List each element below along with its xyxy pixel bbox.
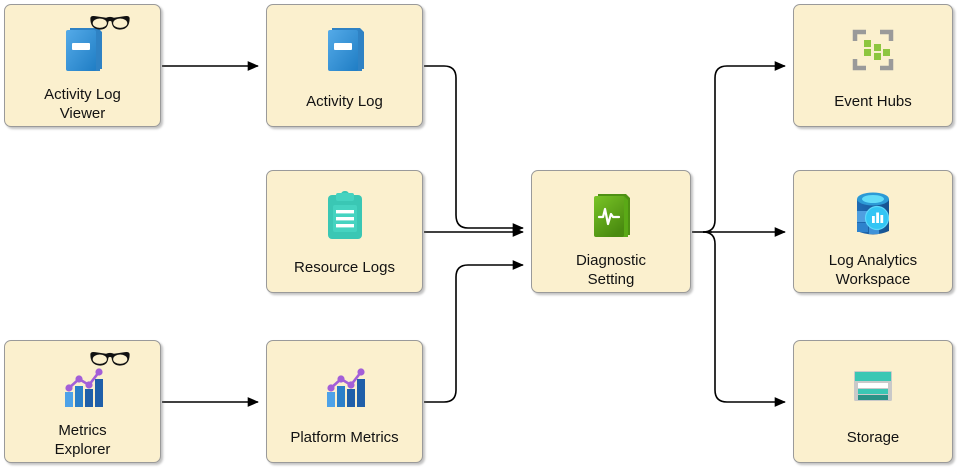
metrics-chart-icon xyxy=(40,351,130,421)
event-hubs-icon xyxy=(830,15,916,85)
node-label: Platform Metrics xyxy=(290,429,399,446)
node-log-analytics-workspace[interactable]: Log Analytics Workspace xyxy=(793,170,953,293)
edge-diagnostic-to-storage xyxy=(702,231,786,407)
edge-activity-log-to-diagnostic xyxy=(424,65,524,233)
node-activity-log[interactable]: Activity Log xyxy=(266,4,423,127)
node-metrics-explorer[interactable]: Metrics Explorer xyxy=(4,340,161,463)
blue-book-icon xyxy=(302,15,388,85)
node-label: Diagnostic Setting xyxy=(575,252,647,288)
log-analytics-icon xyxy=(830,181,916,251)
metrics-chart-icon xyxy=(302,351,388,421)
node-label: Activity Log xyxy=(306,93,383,110)
node-label: Metrics Explorer xyxy=(54,422,111,458)
node-platform-metrics[interactable]: Platform Metrics xyxy=(266,340,423,463)
node-activity-log-viewer[interactable]: Activity Log Viewer xyxy=(4,4,161,127)
glasses-icon xyxy=(89,351,130,366)
node-diagnostic-setting[interactable]: Diagnostic Setting xyxy=(531,170,691,293)
glasses-icon xyxy=(89,15,130,30)
edge-platform-metrics-to-diagnostic xyxy=(424,260,524,403)
blue-book-icon xyxy=(40,15,130,85)
node-label: Activity Log Viewer xyxy=(44,86,121,122)
node-event-hubs[interactable]: Event Hubs xyxy=(793,4,953,127)
node-label: Event Hubs xyxy=(834,93,912,110)
node-label: Log Analytics Workspace xyxy=(828,252,918,288)
node-resource-logs[interactable]: Resource Logs xyxy=(266,170,423,293)
storage-icon xyxy=(830,351,916,421)
node-label: Resource Logs xyxy=(294,259,395,276)
teal-clipboard-icon xyxy=(302,181,388,251)
node-label: Storage xyxy=(846,429,900,446)
edge-diagnostic-to-event-hubs xyxy=(702,61,786,233)
green-book-pulse-icon xyxy=(568,181,654,251)
node-storage[interactable]: Storage xyxy=(793,340,953,463)
